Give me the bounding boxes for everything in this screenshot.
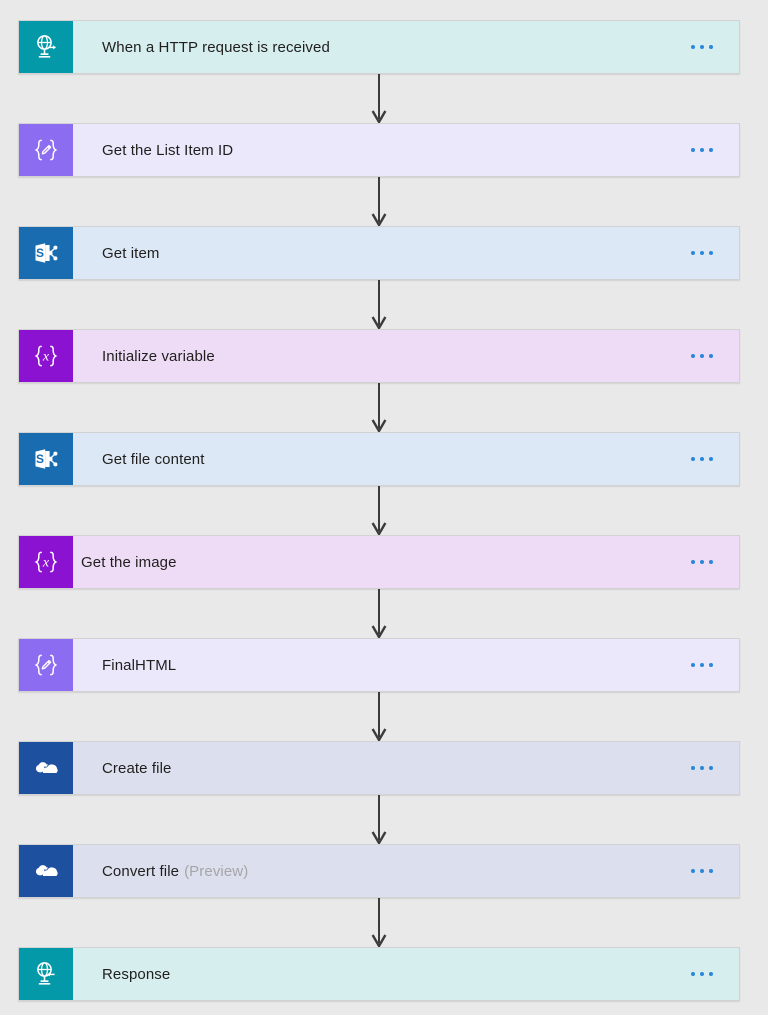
sharepoint-icon: S: [19, 227, 73, 279]
flow-step-title: Convert file: [102, 862, 180, 880]
flow-step-title-wrap: Response: [102, 966, 170, 983]
flow-step-title-wrap: When a HTTP request is received: [102, 39, 330, 56]
flow-step-card[interactable]: When a HTTP request is received: [18, 20, 740, 74]
flow-step-title: Get the image: [81, 553, 177, 571]
flow-step-body: Initialize variable: [73, 330, 739, 382]
svg-text:S: S: [36, 246, 44, 260]
flow-step-body: Get item: [73, 227, 739, 279]
svg-text:S: S: [36, 452, 44, 466]
flow-step-title-wrap: Get file content: [102, 451, 205, 468]
flow-step-card[interactable]: Response: [18, 947, 740, 1001]
flow-step-title: Response: [102, 965, 171, 983]
more-options-icon[interactable]: [689, 348, 715, 364]
flow-step-body: FinalHTML: [73, 639, 739, 691]
flow-connector-arrow: [370, 589, 388, 638]
flow-step-body: Get file content: [73, 433, 739, 485]
more-options-icon[interactable]: [689, 451, 715, 467]
more-options-icon[interactable]: [689, 245, 715, 261]
flow-step-card[interactable]: Get the List Item ID: [18, 123, 740, 177]
flow-connector-arrow: [370, 898, 388, 947]
flow-step-body: Create file: [73, 742, 739, 794]
sharepoint-icon: S: [19, 433, 73, 485]
flow-step-card[interactable]: S Get file content: [18, 432, 740, 486]
more-options-icon[interactable]: [689, 142, 715, 158]
flow-step-title-wrap: FinalHTML: [102, 657, 176, 674]
flow-step-body: Response: [73, 948, 739, 1000]
http-response-icon: [19, 948, 73, 1000]
flow-step-body: Convert file(Preview): [73, 845, 739, 897]
variable-icon: x: [19, 330, 73, 382]
more-options-icon[interactable]: [689, 863, 715, 879]
flow-step-card[interactable]: Convert file(Preview): [18, 844, 740, 898]
flow-connector-arrow: [370, 795, 388, 844]
flow-connector-arrow: [370, 692, 388, 741]
flow-step-card[interactable]: x Initialize variable: [18, 329, 740, 383]
flow-step-card[interactable]: x Get the image: [18, 535, 740, 589]
compose-icon: [19, 124, 73, 176]
more-options-icon[interactable]: [689, 966, 715, 982]
more-options-icon[interactable]: [689, 39, 715, 55]
flow-step-title: Initialize variable: [102, 347, 215, 365]
flow-step-body: When a HTTP request is received: [73, 21, 739, 73]
compose-icon: [19, 639, 73, 691]
flow-step-subtitle: (Preview): [184, 862, 249, 880]
flow-step-title-wrap: Create file: [102, 760, 171, 777]
flow-step-body: Get the image: [73, 536, 739, 588]
flow-connector-arrow: [370, 280, 388, 329]
flow-step-title: FinalHTML: [102, 656, 177, 674]
flow-step-title-wrap: Get the image: [81, 554, 177, 571]
flow-step-title: When a HTTP request is received: [102, 38, 330, 56]
flow-step-title-wrap: Convert file(Preview): [102, 863, 248, 880]
flow-step-card[interactable]: FinalHTML: [18, 638, 740, 692]
flow-step-card[interactable]: S Get item: [18, 226, 740, 280]
flow-step-body: Get the List Item ID: [73, 124, 739, 176]
flow-step-card[interactable]: Create file: [18, 741, 740, 795]
flow-step-title-wrap: Initialize variable: [102, 348, 215, 365]
variable-icon: x: [19, 536, 73, 588]
flow-step-title-wrap: Get the List Item ID: [102, 142, 233, 159]
svg-text:x: x: [42, 350, 50, 365]
more-options-icon[interactable]: [689, 554, 715, 570]
http-request-icon: [19, 21, 73, 73]
onedrive-icon: [19, 845, 73, 897]
flow-step-title: Get the List Item ID: [102, 141, 234, 159]
flow-connector-arrow: [370, 486, 388, 535]
flow-step-title-wrap: Get item: [102, 245, 159, 262]
flow-step-title: Create file: [102, 759, 172, 777]
more-options-icon[interactable]: [689, 760, 715, 776]
flow-step-title: Get file content: [102, 450, 205, 468]
svg-text:x: x: [42, 556, 50, 571]
flow-connector-arrow: [370, 177, 388, 226]
onedrive-icon: [19, 742, 73, 794]
more-options-icon[interactable]: [689, 657, 715, 673]
flow-connector-arrow: [370, 74, 388, 123]
flow-step-title: Get item: [102, 244, 160, 262]
flow-connector-arrow: [370, 383, 388, 432]
